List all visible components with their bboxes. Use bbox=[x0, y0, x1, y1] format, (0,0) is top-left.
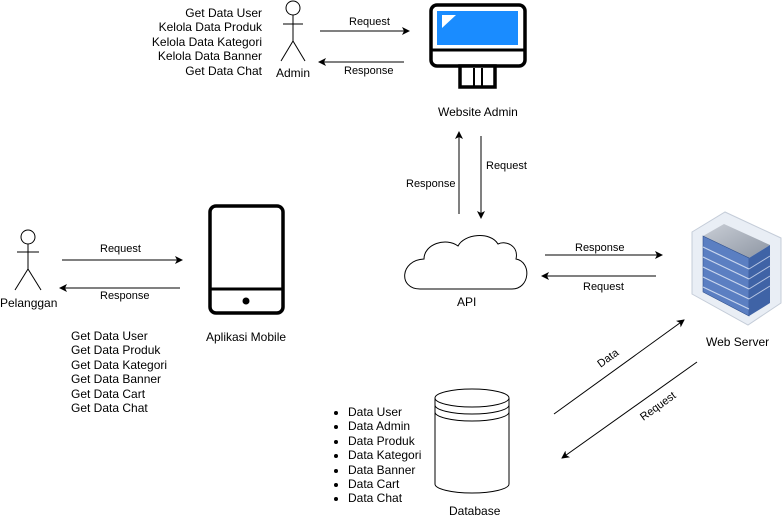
server-icon bbox=[691, 211, 782, 326]
web-response-label: Response bbox=[406, 178, 456, 190]
web-request-label: Request bbox=[486, 160, 527, 172]
db-request-label: Request bbox=[638, 390, 678, 424]
pelanggan-actor-icon bbox=[14, 229, 42, 291]
pelanggan-feature: Get Data User bbox=[71, 329, 148, 343]
database-item: Data Cart bbox=[348, 477, 421, 491]
mobile-response-label: Response bbox=[100, 290, 150, 302]
database-label: Database bbox=[449, 504, 501, 518]
admin-request-label: Request bbox=[349, 16, 390, 28]
mobile-request-label: Request bbox=[100, 243, 141, 255]
admin-label: Admin bbox=[276, 66, 311, 80]
db-data-arrow bbox=[553, 319, 685, 415]
mobile-label: Aplikasi Mobile bbox=[206, 330, 287, 344]
api-label: API bbox=[457, 295, 477, 309]
database-item: Data Produk bbox=[348, 434, 421, 448]
database-item-list: Data User Data Admin Data Produk Data Ka… bbox=[332, 405, 421, 506]
pelanggan-feature: Get Data Cart bbox=[71, 386, 146, 401]
pelanggan-feature-list: Get Data User Get Data Produk Get Data K… bbox=[71, 329, 167, 415]
database-item: Data Chat bbox=[348, 491, 421, 505]
db-request-arrow bbox=[561, 361, 698, 459]
pelanggan-feature: Get Data Produk bbox=[71, 343, 161, 358]
admin-feature: Get Data User bbox=[185, 6, 262, 20]
pelanggan-feature: Get Data Chat bbox=[71, 401, 148, 416]
monitor-icon bbox=[429, 3, 527, 89]
cloud-icon bbox=[404, 235, 528, 290]
database-item: Data Admin bbox=[348, 419, 421, 433]
admin-feature: Kelola Data Kategori bbox=[151, 34, 262, 49]
admin-feature-list: Get Data User Kelola Data Produk Kelola … bbox=[152, 6, 262, 78]
database-icon bbox=[434, 388, 510, 494]
pelanggan-label: Pelanggan bbox=[0, 296, 58, 310]
admin-feature: Kelola Data Banner bbox=[157, 49, 262, 64]
server-response-label: Response bbox=[575, 242, 625, 254]
database-item: Data Kategori bbox=[348, 448, 421, 462]
database-item: Data Banner bbox=[348, 463, 421, 477]
mobile-device-icon bbox=[208, 204, 285, 315]
admin-feature: Get Data Chat bbox=[185, 63, 262, 78]
pelanggan-feature: Get Data Banner bbox=[71, 372, 162, 387]
admin-actor-icon bbox=[280, 0, 306, 62]
db-data-label: Data bbox=[595, 346, 622, 370]
web-server-label: Web Server bbox=[706, 335, 770, 349]
server-request-label: Request bbox=[583, 281, 624, 293]
pelanggan-feature: Get Data Kategori bbox=[71, 357, 168, 372]
admin-feature: Kelola Data Produk bbox=[158, 20, 262, 35]
database-item: Data User bbox=[348, 405, 421, 419]
website-admin-label: Website Admin bbox=[438, 105, 518, 119]
admin-response-label: Response bbox=[344, 65, 394, 77]
